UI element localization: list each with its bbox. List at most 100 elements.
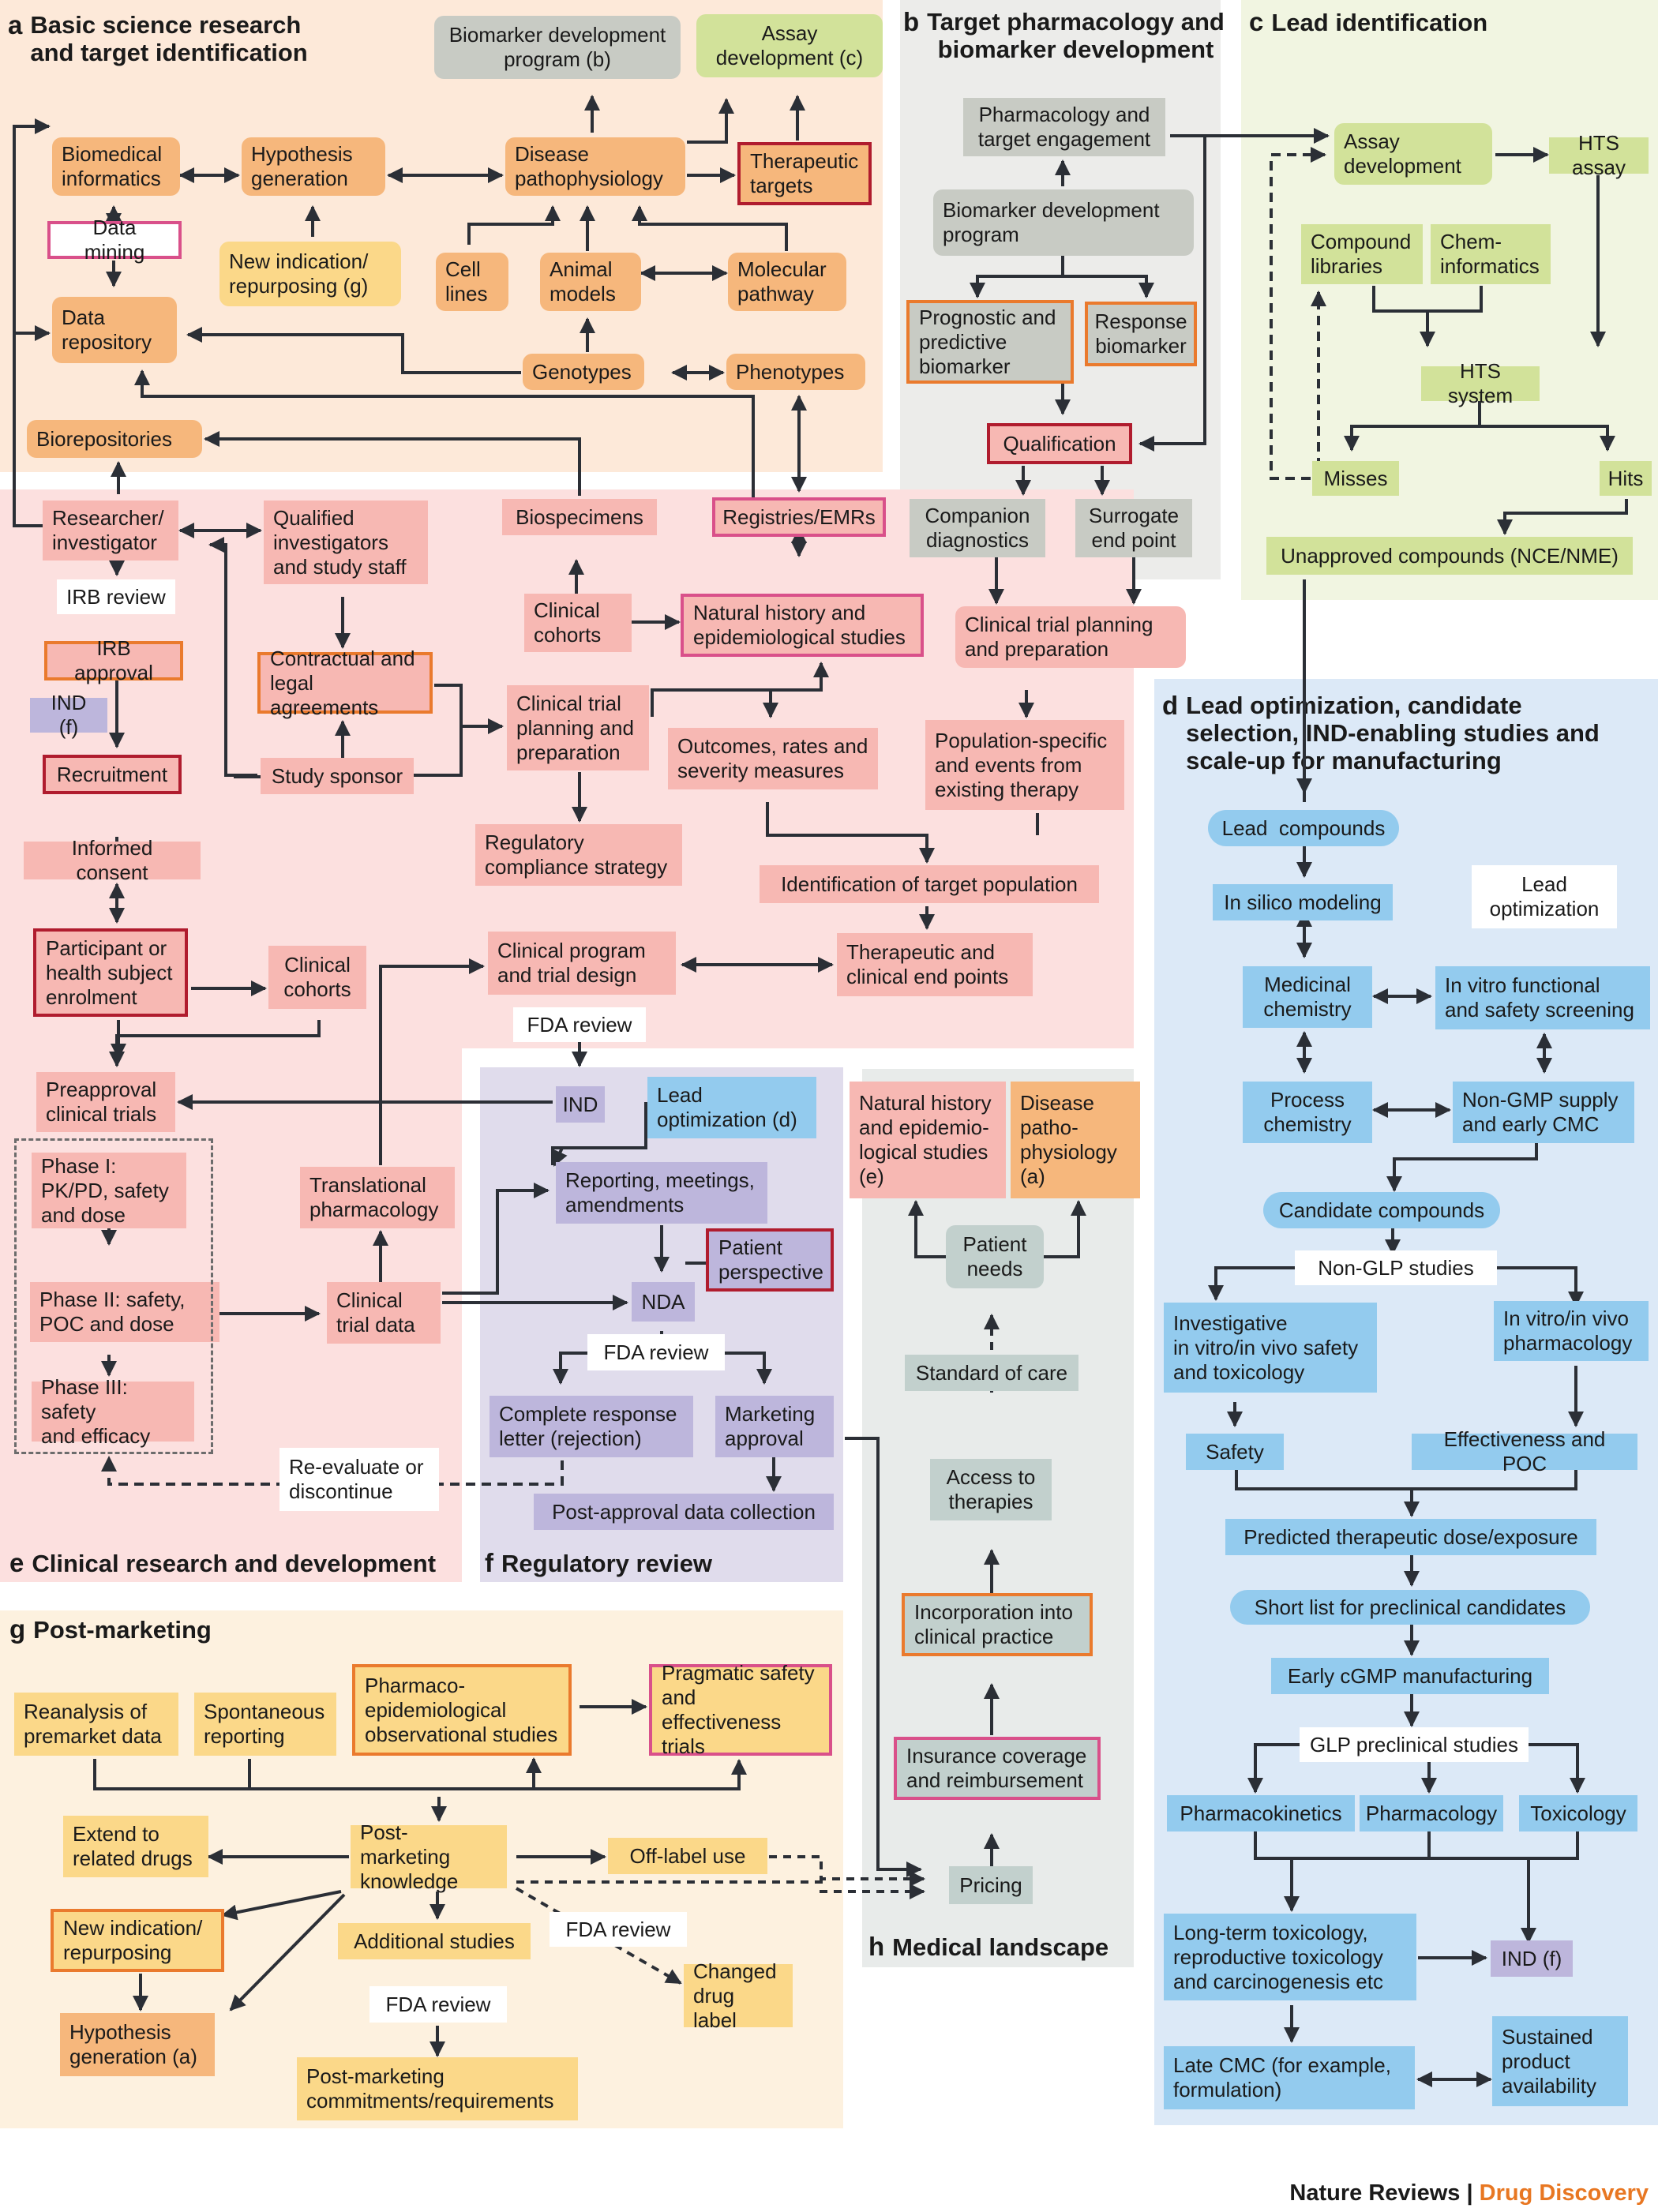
clinical-cohorts-top-box: Clinical cohorts bbox=[524, 594, 632, 652]
ind-f-box: IND (f) bbox=[1491, 1940, 1573, 1977]
animal-models-box: Animal models bbox=[540, 253, 641, 311]
arrow bbox=[551, 1102, 647, 1165]
reporting-meetings-box: Reporting, meetings, amendments bbox=[556, 1162, 767, 1224]
fda-review-label-f: FDA review bbox=[587, 1334, 725, 1370]
fda-review-label-g-right: FDA review bbox=[550, 1912, 687, 1947]
arrow bbox=[715, 1352, 772, 1385]
patient-needs-box: Patient needs bbox=[946, 1225, 1044, 1288]
hypothesis-generation-box: Hypothesis generation bbox=[242, 137, 385, 196]
post-marketing-knowledge-box: Post-marketing knowledge bbox=[351, 1820, 507, 1893]
effectiveness-poc-box: Effectiveness and POC bbox=[1412, 1427, 1637, 1475]
arrow bbox=[769, 1855, 925, 1887]
arrow bbox=[93, 1759, 747, 1790]
arrow bbox=[204, 431, 581, 496]
population-specific-box: Population-specific and events from exis… bbox=[925, 720, 1124, 810]
arrow bbox=[221, 1890, 342, 1921]
non-glp-studies-label: Non-GLP studies bbox=[1295, 1250, 1497, 1285]
regulatory-compliance-box: Regulatory compliance strategy bbox=[475, 824, 682, 886]
arrow bbox=[442, 1183, 550, 1295]
data-mining-box: Data mining bbox=[47, 216, 182, 264]
arrow bbox=[434, 684, 504, 734]
long-term-toxicology-box: Long-term toxicology, reproductive toxic… bbox=[1164, 1914, 1416, 2000]
phenotypes-box: Phenotypes bbox=[726, 354, 865, 390]
biomarker-development-program-box: Biomarker development program bbox=[933, 189, 1194, 256]
safety-box: Safety bbox=[1186, 1434, 1284, 1470]
translational-pharmacology-box: Translational pharmacology bbox=[300, 1167, 455, 1228]
insurance-coverage-box: Insurance coverage and reimbursement bbox=[894, 1737, 1101, 1800]
arrow bbox=[467, 205, 561, 245]
genotypes-box: Genotypes bbox=[523, 354, 644, 390]
arrow bbox=[229, 1893, 346, 2011]
therapeutic-targets-box: Therapeutic targets bbox=[737, 142, 872, 205]
phase-2-box: Phase II: safety, POC and dose bbox=[30, 1282, 219, 1342]
arrow bbox=[134, 369, 755, 505]
in-vitro-screening-box: In vitro functional and safety screening bbox=[1435, 966, 1650, 1029]
irb-review-label: IRB review bbox=[57, 579, 175, 614]
incorporation-clinical-practice-box: Incorporation into clinical practice bbox=[902, 1593, 1093, 1656]
researcher-investigator-box: Researcher/ investigator bbox=[43, 501, 178, 560]
access-therapies-box: Access to therapies bbox=[930, 1459, 1052, 1520]
irb-approval-box: IRB approval bbox=[44, 636, 183, 684]
arrow bbox=[208, 537, 257, 777]
spontaneous-reporting-box: Spontaneous reporting bbox=[194, 1693, 336, 1756]
fda-review-label-g-bottom: FDA review bbox=[369, 1986, 507, 2023]
qualification-box: Qualification bbox=[987, 423, 1132, 464]
sustained-availability-box: Sustained product availability bbox=[1492, 2016, 1628, 2106]
natural-history-box: Natural history and epidemiological stud… bbox=[681, 594, 924, 657]
identification-target-population-box: Identification of target population bbox=[760, 865, 1099, 903]
clinical-trial-planning-b-box: Clinical trial planning and preparation bbox=[955, 606, 1186, 668]
new-indication-repurposing-box: New indication/ repurposing bbox=[51, 1909, 224, 1972]
post-approval-data-box: Post-approval data collection bbox=[534, 1494, 834, 1530]
arrow bbox=[651, 662, 829, 717]
medicinal-chemistry-box: Medicinal chemistry bbox=[1243, 966, 1372, 1028]
arrow bbox=[845, 1437, 922, 1877]
misses-box: Misses bbox=[1312, 461, 1399, 496]
natural-history-ref-box: Natural history and epidemio- logical st… bbox=[850, 1082, 1006, 1198]
phase-3-box: Phase III: safety and efficacy bbox=[32, 1375, 194, 1448]
fda-review-label-e: FDA review bbox=[513, 1007, 646, 1042]
hypothesis-generation-ref-box: Hypothesis generation (a) bbox=[60, 2013, 215, 2076]
therapeutic-clinical-end-points-box: Therapeutic and clinical end points bbox=[837, 933, 1033, 996]
reanalysis-premarket-box: Reanalysis of premarket data bbox=[14, 1693, 178, 1756]
in-silico-modeling-box: In silico modeling bbox=[1213, 884, 1393, 920]
arrow bbox=[1427, 286, 1483, 313]
arrow bbox=[13, 118, 51, 527]
journal-credit: Nature Reviews | Drug Discovery bbox=[1289, 2180, 1649, 2206]
clinical-program-trial-design-box: Clinical program and trial design bbox=[488, 932, 676, 995]
companion-diagnostics-box: Companion diagnostics bbox=[910, 499, 1045, 557]
arrow bbox=[908, 1200, 946, 1258]
arrow bbox=[1497, 499, 1628, 535]
biospecimens-box: Biospecimens bbox=[502, 499, 657, 535]
arrow bbox=[186, 327, 521, 374]
arrow bbox=[1138, 134, 1206, 452]
marketing-approval-box: Marketing approval bbox=[715, 1396, 834, 1457]
phase-1-box: Phase I: PK/PD, safety and dose bbox=[32, 1153, 186, 1228]
ind-box: IND bbox=[556, 1086, 605, 1123]
early-cgmp-box: Early cGMP manufacturing bbox=[1271, 1658, 1549, 1694]
investigative-safety-box: Investigative in vitro/in vivo safety an… bbox=[1164, 1303, 1377, 1393]
short-list-box: Short list for preclinical candidates bbox=[1230, 1590, 1590, 1625]
complete-response-letter-box: Complete response letter (rejection) bbox=[490, 1396, 693, 1457]
hts-assay-box: HTS assay bbox=[1549, 131, 1649, 179]
hits-box: Hits bbox=[1600, 461, 1652, 496]
arrow bbox=[1480, 425, 1615, 452]
hts-system-box: HTS system bbox=[1421, 359, 1540, 407]
arrow bbox=[687, 98, 734, 144]
process-chemistry-box: Process chemistry bbox=[1243, 1082, 1372, 1143]
ind-f-ref-box: IND (f) bbox=[30, 691, 107, 739]
assay-development-ref: Assay development (c) bbox=[696, 14, 883, 77]
extend-related-drugs-box: Extend to related drugs bbox=[63, 1816, 208, 1877]
cheminformatics-box: Chem- informatics bbox=[1431, 224, 1551, 284]
lead-compounds-box: Lead compounds bbox=[1208, 810, 1399, 846]
pragmatic-trials-box: Pragmatic safety and effectiveness trial… bbox=[649, 1661, 832, 1758]
arrow bbox=[970, 256, 1064, 298]
arrow bbox=[109, 1020, 321, 1067]
glp-studies-label: GLP preclinical studies bbox=[1300, 1727, 1529, 1762]
arrow bbox=[1235, 1470, 1577, 1490]
